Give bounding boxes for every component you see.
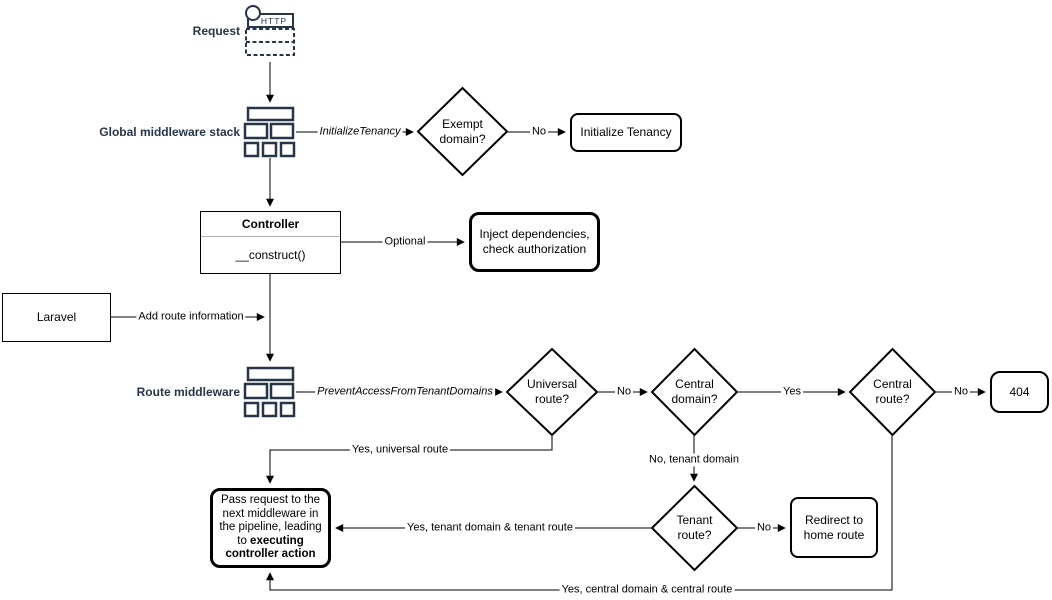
request-label: Request	[192, 24, 240, 38]
edge-label-tenant-route-no: No	[754, 521, 774, 535]
not-found-node: 404	[990, 371, 1049, 413]
route-middleware-stack-icon	[243, 366, 296, 418]
edge-label-add-route-information: Add route information	[136, 310, 246, 324]
exempt-domain-diamond	[416, 86, 509, 177]
middleware-stack-icon	[243, 106, 296, 158]
inject-dependencies-node: Inject dependencies, check authorization	[469, 212, 600, 272]
universal-route-diamond	[505, 347, 599, 437]
route-middleware-label: Route middleware	[136, 385, 240, 399]
edge-label-optional: Optional	[382, 235, 428, 249]
decision-shapes	[416, 86, 937, 572]
tenant-route-diamond	[650, 484, 739, 572]
http-request-icon-label: HTTP	[261, 16, 287, 26]
pass-request-node: Pass request to the next middleware in t…	[210, 488, 331, 568]
pass-request-text: Pass request to the next middleware in t…	[215, 494, 326, 562]
controller-method: __construct()	[235, 248, 306, 262]
edge-label-central-route-no: No	[951, 385, 971, 399]
controller-title: Controller	[201, 212, 340, 237]
central-domain-diamond	[650, 347, 739, 437]
laravel-node: Laravel	[2, 293, 111, 342]
central-route-diamond	[848, 347, 937, 437]
edge-yes-universal-route-to-pass	[266, 435, 553, 484]
edge-label-exempt-no: No	[529, 125, 549, 139]
edge-label-yes-central-domain-route: Yes, central domain & central route	[559, 583, 735, 597]
edge-label-yes-universal-route: Yes, universal route	[349, 443, 451, 457]
global-middleware-stack-label: Global middleware stack	[99, 125, 240, 139]
http-request-icon: HTTP	[245, 5, 295, 56]
pass-request-text-bold: executing controller action	[225, 534, 316, 561]
redirect-home-node: Redirect to home route	[790, 497, 878, 558]
controller-node: Controller __construct()	[200, 211, 341, 274]
edge-label-yes-tenant-domain-route: Yes, tenant domain & tenant route	[405, 521, 575, 535]
initialize-tenancy-node: Initialize Tenancy	[570, 113, 682, 152]
http-request-icon-circle	[245, 5, 261, 21]
edge-label-prevent-access-middleware: PreventAccessFromTenantDomains	[315, 385, 495, 399]
edge-label-universal-no: No	[614, 385, 634, 399]
edge-label-no-tenant-domain: No, tenant domain	[647, 453, 741, 467]
pass-request-text-normal: Pass request to the next middleware in t…	[219, 494, 322, 547]
edge-label-central-domain-yes: Yes	[781, 385, 803, 399]
edge-label-initialize-tenancy-middleware: InitializeTenancy	[317, 125, 403, 139]
